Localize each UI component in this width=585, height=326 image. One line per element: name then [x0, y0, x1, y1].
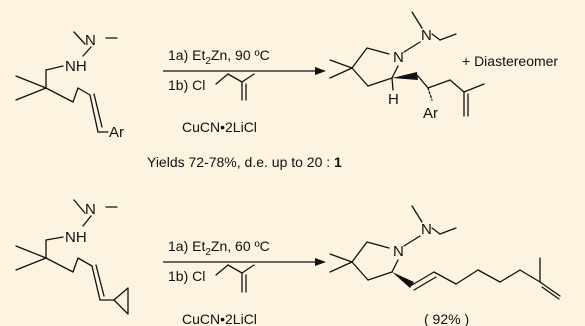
yields-label: Yields 72-78%, d.e. up to 20 : 1 — [147, 154, 342, 170]
ring-bond — [391, 259, 399, 273]
product-2: N N — [329, 205, 561, 300]
reactant-1: N NH Ar — [15, 31, 124, 141]
methyl-bond — [439, 227, 457, 235]
n-n-bond — [82, 46, 92, 57]
methyl-bond — [15, 87, 47, 101]
bond — [449, 79, 465, 93]
bond — [519, 269, 541, 283]
methyl-bond — [73, 199, 86, 214]
alkene-bond — [411, 271, 435, 286]
atom-h: H — [388, 91, 399, 108]
alkene-bond — [541, 286, 560, 300]
alkene-bond — [89, 94, 99, 133]
atom-n: N — [85, 201, 96, 218]
atom-n: N — [421, 221, 432, 238]
n-n-bond — [403, 41, 421, 53]
atom-n: N — [85, 32, 96, 49]
bond — [417, 75, 429, 89]
bond — [45, 257, 74, 273]
ring-bond — [367, 77, 393, 87]
methyl-bond — [15, 257, 47, 271]
methyl-bond — [431, 227, 441, 235]
reaction-2: N NH 1a) Et2Zn, 60 ºC 1b) Cl — [15, 199, 561, 326]
condition-step-b: 1b) Cl — [168, 77, 205, 93]
bond — [433, 271, 457, 285]
catalyst-label: CuCN•2LiCl — [182, 119, 257, 135]
ring-bond — [391, 65, 399, 79]
bond — [463, 83, 485, 93]
ring-bond — [351, 241, 368, 263]
yield-label: ( 92% ) — [424, 311, 469, 326]
bond — [215, 264, 229, 276]
reaction-1: N NH Ar 1a) Et2Zn, 90 ºC 1b) — [15, 11, 558, 170]
bond — [499, 269, 521, 283]
methyl-bond — [329, 253, 353, 263]
methyl-bond — [329, 59, 353, 69]
alkene-bond — [93, 93, 103, 128]
atom-ar: Ar — [423, 105, 438, 122]
methyl-bond — [15, 245, 47, 259]
ring-bond — [366, 47, 390, 55]
methyl-bond — [73, 31, 86, 45]
bond — [241, 264, 255, 274]
ring-bond — [351, 67, 369, 87]
n-n-bond — [403, 235, 421, 247]
bond — [241, 73, 255, 83]
methyl-bond — [411, 11, 423, 29]
alkene-bond — [413, 276, 437, 291]
methyl-bond — [15, 75, 47, 89]
arrowhead — [315, 258, 326, 266]
bond — [72, 87, 79, 103]
bond — [45, 65, 64, 71]
bond — [215, 73, 229, 85]
bond — [227, 73, 243, 83]
bond — [427, 79, 451, 89]
atom-n-ring: N — [393, 49, 404, 66]
atom-ar: Ar — [109, 124, 124, 141]
methyl-bond — [439, 33, 457, 41]
bond — [72, 257, 79, 273]
atom-n-ring: N — [393, 243, 404, 260]
ring-bond — [351, 47, 368, 69]
n-n-bond — [82, 215, 92, 227]
bond — [227, 264, 243, 274]
bond — [455, 269, 479, 285]
bond — [45, 87, 74, 103]
methyl-bond — [431, 33, 441, 41]
wedge-bond — [392, 72, 418, 80]
bond — [77, 87, 91, 96]
atom-nh: NH — [65, 229, 87, 246]
bond — [391, 77, 394, 91]
alkene-bond — [539, 281, 561, 297]
diastereomer-label: + Diastereomer — [462, 53, 558, 69]
ring-bond — [366, 241, 390, 249]
hashed-bond — [427, 87, 433, 101]
reactant-2: N NH — [15, 199, 129, 315]
cyclopropyl-ring — [113, 287, 129, 315]
atom-nh: NH — [65, 58, 87, 75]
wedge-bond — [392, 272, 414, 288]
bond — [45, 236, 64, 241]
ring-bond — [351, 261, 369, 281]
condition-step-b: 1b) Cl — [168, 268, 205, 284]
bond — [77, 257, 93, 267]
methyl-bond — [329, 67, 353, 79]
atom-n: N — [421, 27, 432, 44]
condition-step-a: 1a) Et2Zn, 60 ºC — [168, 238, 270, 258]
methyl-bond — [411, 205, 423, 223]
bond — [477, 269, 501, 283]
condition-step-a: 1a) Et2Zn, 90 ºC — [168, 47, 270, 67]
alkene-bond — [91, 265, 101, 301]
ring-bond — [367, 271, 393, 281]
alkene-bond — [95, 264, 105, 297]
arrowhead — [315, 67, 326, 75]
methyl-bond — [329, 261, 353, 273]
catalyst-label: CuCN•2LiCl — [182, 311, 257, 326]
product-1: N N H Ar — [329, 11, 485, 122]
